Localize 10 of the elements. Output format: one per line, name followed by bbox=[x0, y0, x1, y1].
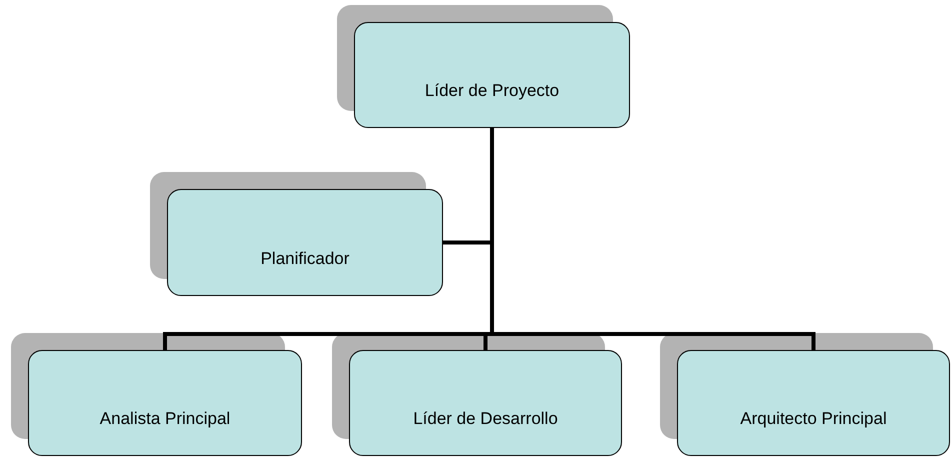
role-title: Analista Principal bbox=[100, 408, 230, 430]
role-title: Planificador bbox=[260, 248, 350, 270]
role-title: Líder de Desarrollo bbox=[413, 408, 558, 430]
org-box bbox=[349, 350, 622, 456]
org-box bbox=[677, 350, 950, 456]
org-box bbox=[354, 22, 630, 128]
role-title: Líder de Proyecto bbox=[424, 80, 560, 102]
role-title: Arquitecto Principal bbox=[740, 408, 887, 430]
org-box bbox=[167, 189, 443, 296]
org-box bbox=[28, 350, 302, 456]
